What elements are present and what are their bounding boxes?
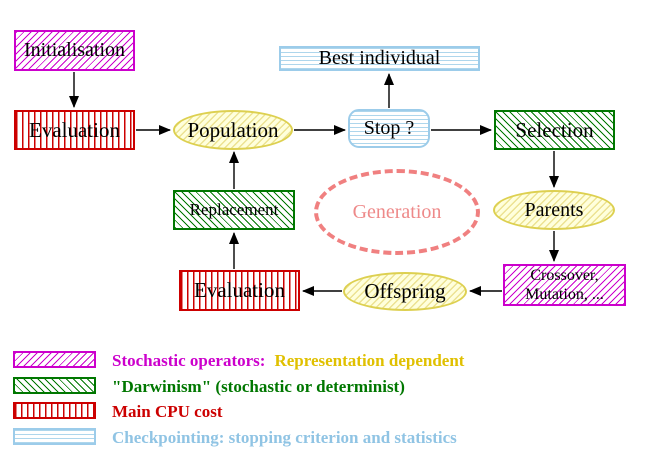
node-offspring: Offspring xyxy=(343,272,467,311)
generation-label: Generation xyxy=(352,200,442,223)
legend-text-checkpointing: Checkpointing: stopping criterion and st… xyxy=(112,428,457,448)
legend-text-main-cpu-cost: Main CPU cost xyxy=(112,402,222,422)
node-best-individual-label: Best individual xyxy=(318,47,441,69)
node-crossover-label-line1: Crossover, xyxy=(530,267,599,284)
legend-swatch-stochastic-operators xyxy=(13,351,96,368)
legend-swatch-main-cpu-cost xyxy=(13,402,96,419)
legend-label-main-cpu-cost: Main CPU cost xyxy=(112,402,223,421)
legend-text-stochastic-operators: Stochastic operators: Representation depe… xyxy=(112,351,464,371)
node-stop: Stop ? xyxy=(348,109,430,148)
node-crossover-mutation: Crossover, Mutation, ... xyxy=(503,264,626,306)
legend-label-stochastic-operators: Stochastic operators: xyxy=(112,351,266,370)
legend-swatch-checkpointing xyxy=(13,428,96,445)
node-crossover-label-line2: Mutation, ... xyxy=(525,286,604,303)
legend-swatch-darwinism xyxy=(13,377,96,394)
node-population: Population xyxy=(173,110,293,150)
node-selection-label: Selection xyxy=(515,117,594,142)
legend-label-checkpointing: Checkpointing: stopping criterion and st… xyxy=(112,428,457,447)
node-initialisation-label: Initialisation xyxy=(23,39,126,61)
node-replacement-label: Replacement xyxy=(189,200,279,219)
node-best-individual: Best individual xyxy=(279,46,480,71)
generation-cycle-ellipse: Generation xyxy=(314,169,480,255)
node-evaluation-top-label: Evaluation xyxy=(29,117,120,142)
node-stop-label: Stop ? xyxy=(363,117,415,139)
node-parents: Parents xyxy=(493,190,615,230)
node-selection: Selection xyxy=(494,110,615,150)
legend-text-darwinism: "Darwinism" (stochastic or determinist) xyxy=(112,377,405,397)
node-population-label: Population xyxy=(187,117,279,142)
node-initialisation: Initialisation xyxy=(14,30,135,71)
node-evaluation-bottom: Evaluation xyxy=(179,270,300,311)
node-evaluation-bottom-label: Evaluation xyxy=(194,278,285,302)
legend-label-darwinism: "Darwinism" (stochastic or determinist) xyxy=(112,377,405,396)
node-parents-label: Parents xyxy=(524,198,584,221)
node-replacement: Replacement xyxy=(173,190,295,230)
legend-label-representation-dependent: Representation dependent xyxy=(274,351,465,370)
node-evaluation-top: Evaluation xyxy=(14,110,135,150)
node-offspring-label: Offspring xyxy=(364,279,446,303)
